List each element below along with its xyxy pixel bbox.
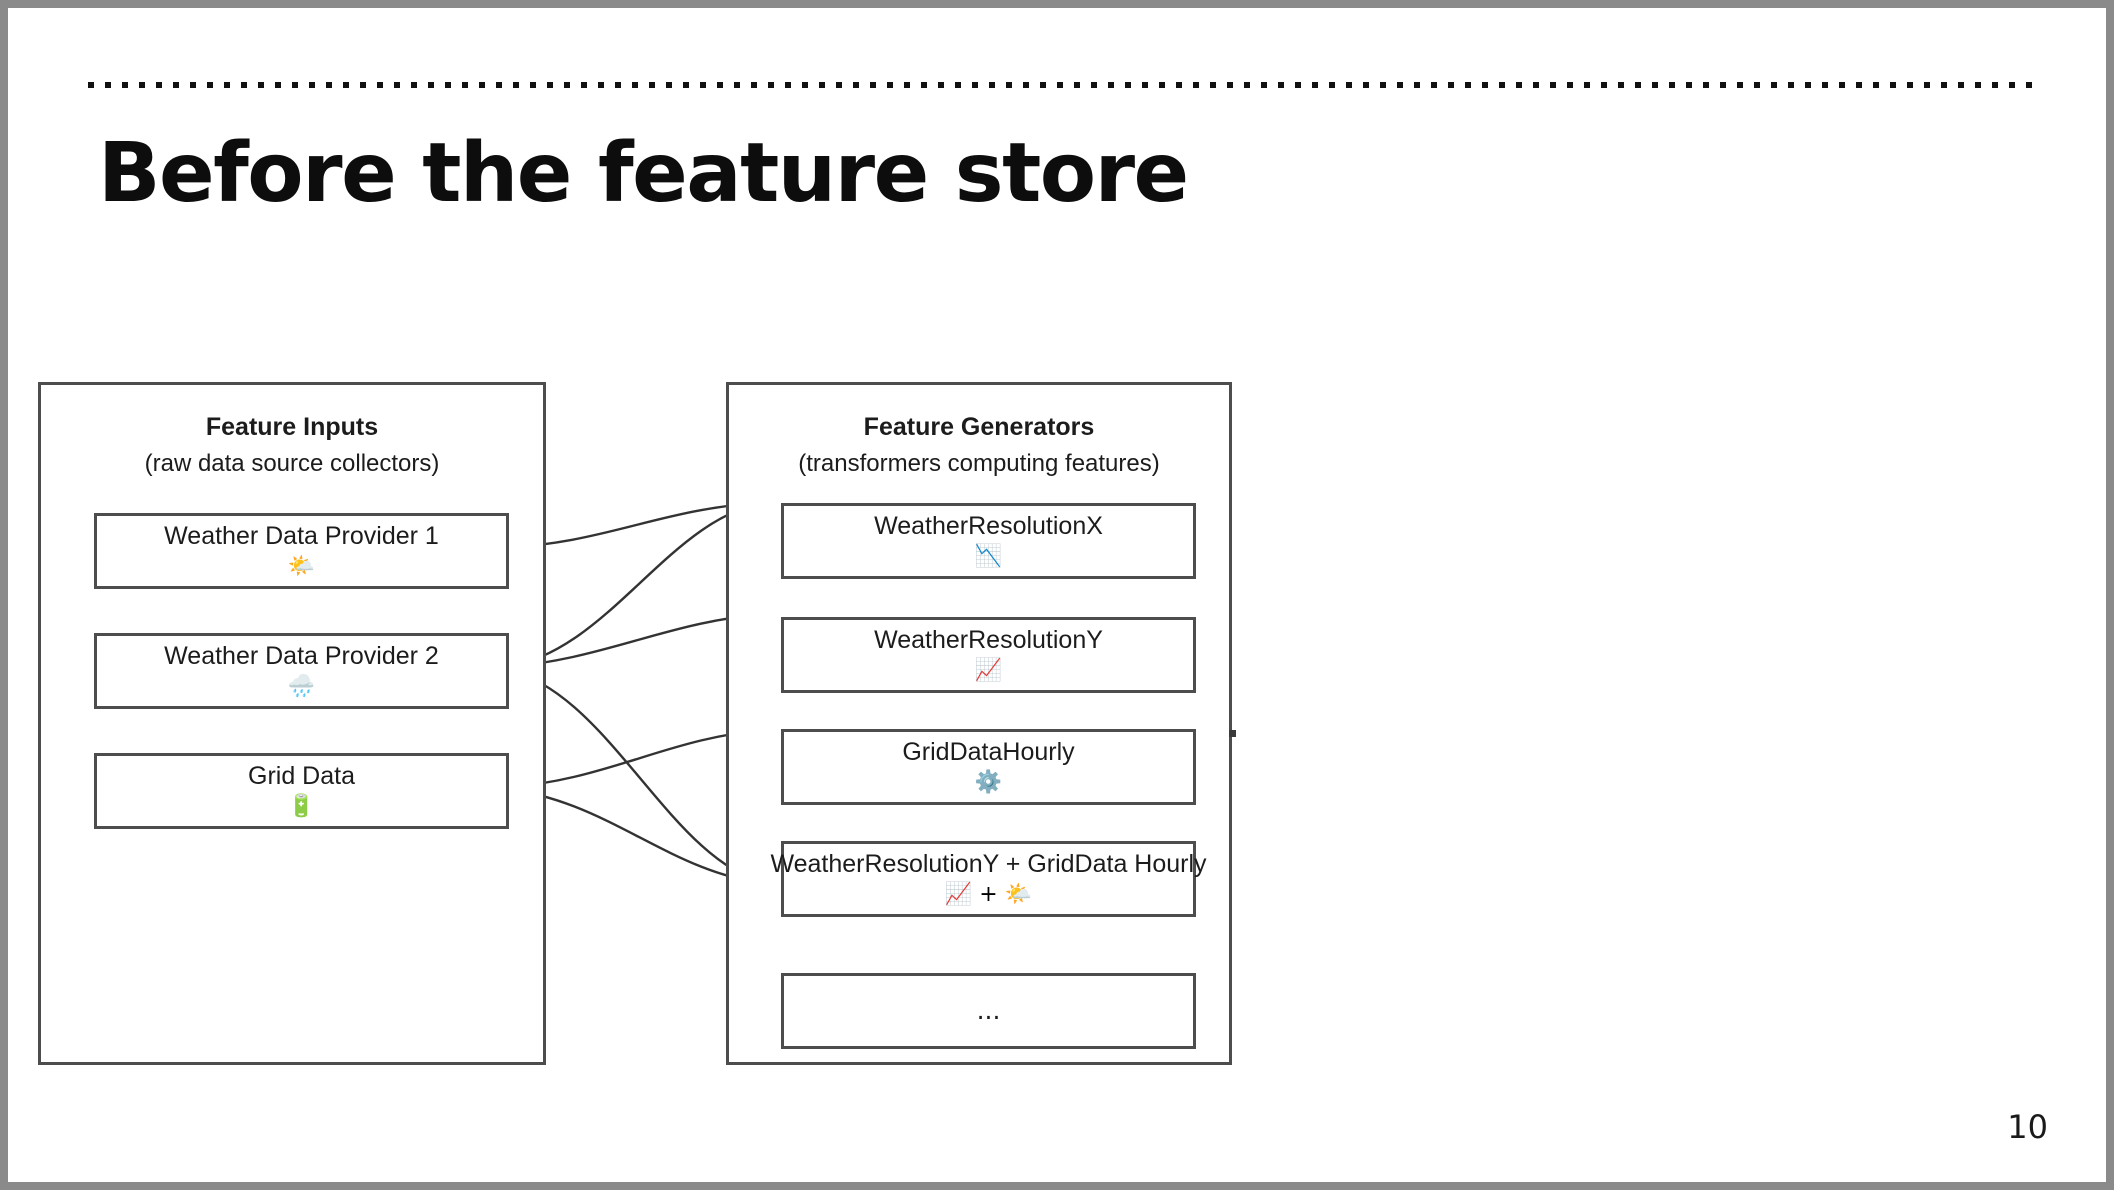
chart-decreasing-icon: 📉	[974, 543, 1003, 569]
gear-icon: ⚙️	[974, 769, 1003, 795]
node-label: WeatherResolutionY + GridData Hourly	[770, 849, 1207, 878]
ellipsis-icon: ...	[976, 996, 1001, 1026]
node-label: GridDataHourly	[902, 737, 1075, 766]
panel-feature-generators-subheading: (transformers computing features)	[798, 450, 1160, 477]
sun-behind-cloud-icon: 🌤️	[287, 553, 316, 579]
node-grid-data[interactable]: Grid Data 🔋	[94, 753, 509, 829]
node-label: Grid Data	[248, 761, 355, 790]
panel-feature-inputs-heading: Feature Inputs	[205, 413, 379, 441]
battery-icon: 🔋	[287, 793, 316, 819]
page-title: Before the feature store	[98, 126, 1189, 221]
cloud-with-rain-icon: 🌧️	[287, 673, 316, 699]
slide-canvas: Before the feature store Featu	[8, 8, 2106, 1182]
diagram-container: Feature Inputs (raw data source collecto…	[8, 8, 2106, 1182]
node-weather-data-provider-2[interactable]: Weather Data Provider 2 🌧️	[94, 633, 509, 709]
panel-feature-generators: Feature Generators (transformers computi…	[726, 382, 1232, 1065]
panel-feature-inputs-subheading: (raw data source collectors)	[144, 450, 440, 477]
dotted-divider-rule	[88, 82, 2033, 88]
node-label: Weather Data Provider 2	[164, 641, 439, 670]
node-weather-data-provider-1[interactable]: Weather Data Provider 1 🌤️	[94, 513, 509, 589]
panel-edge-tick-mark	[1229, 730, 1236, 737]
panel-feature-inputs: Feature Inputs (raw data source collecto…	[38, 382, 546, 1065]
chart-increasing-plus-sun-behind-cloud-icon: 📈 + 🌤️	[944, 881, 1033, 907]
node-label: WeatherResolutionY	[874, 625, 1103, 654]
node-weatherresolutiony-plus-griddata-hourly[interactable]: WeatherResolutionY + GridData Hourly 📈 +…	[770, 841, 1207, 917]
node-more-generators[interactable]: ...	[781, 973, 1196, 1049]
page-number: 10	[2007, 1108, 2048, 1146]
panel-feature-generators-heading: Feature Generators	[863, 413, 1095, 441]
chart-increasing-icon: 📈	[974, 657, 1003, 683]
node-weatherresolutiony[interactable]: WeatherResolutionY 📈	[781, 617, 1196, 693]
node-weatherresolutionx[interactable]: WeatherResolutionX 📉	[781, 503, 1196, 579]
node-label: WeatherResolutionX	[874, 511, 1103, 540]
node-griddatahourly[interactable]: GridDataHourly ⚙️	[781, 729, 1196, 805]
node-label: Weather Data Provider 1	[164, 521, 439, 550]
